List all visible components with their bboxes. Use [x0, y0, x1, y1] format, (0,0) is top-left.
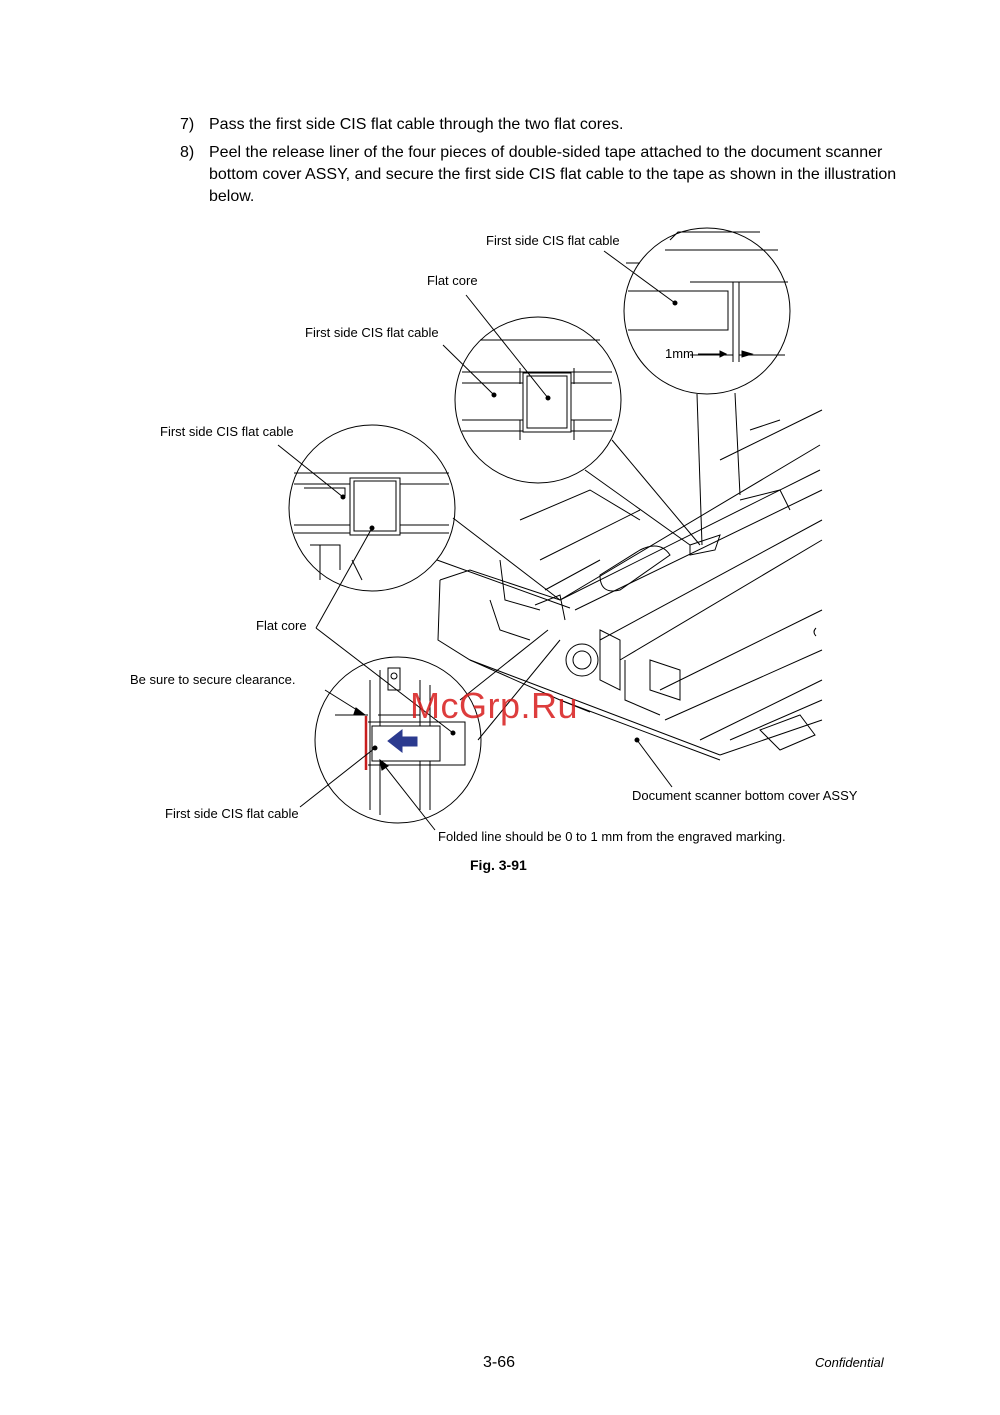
label-folded-line: Folded line should be 0 to 1 mm from the…	[438, 829, 786, 844]
step-text: Peel the release liner of the four piece…	[209, 144, 897, 205]
step-8: 8) Peel the release liner of the four pi…	[180, 142, 900, 208]
watermark: McGrp.Ru	[410, 685, 579, 726]
label-cable-mid: First side CIS flat cable	[305, 325, 439, 340]
label-clearance: Be sure to secure clearance.	[130, 672, 296, 687]
leader-cover-assy	[634, 737, 673, 788]
label-flat-core-top: Flat core	[427, 273, 478, 288]
callout-1mm	[603, 227, 791, 546]
page-number: 3-66	[483, 1354, 516, 1371]
label-cable-bottom: First side CIS flat cable	[165, 806, 299, 821]
step-number: 7)	[180, 116, 195, 133]
label-1mm: 1mm	[665, 346, 694, 361]
callout-flat-core-left	[277, 424, 571, 629]
label-cover-assy: Document scanner bottom cover ASSY	[632, 788, 858, 803]
scanner-bottom-cover	[437, 409, 823, 761]
figure-caption: Fig. 3-91	[470, 857, 527, 873]
step-7: 7) Pass the first side CIS flat cable th…	[180, 114, 900, 136]
callout-clearance	[299, 627, 561, 831]
step-number: 8)	[180, 144, 195, 161]
step-text: Pass the first side CIS flat cable throu…	[209, 116, 624, 133]
label-cable-top: First side CIS flat cable	[486, 233, 620, 248]
callout-flat-core-mid	[442, 294, 701, 546]
label-flat-core-left: Flat core	[256, 618, 307, 633]
label-cable-left: First side CIS flat cable	[160, 424, 294, 439]
procedure-steps: 7) Pass the first side CIS flat cable th…	[180, 114, 900, 214]
confidential-mark: Confidential	[815, 1355, 884, 1370]
